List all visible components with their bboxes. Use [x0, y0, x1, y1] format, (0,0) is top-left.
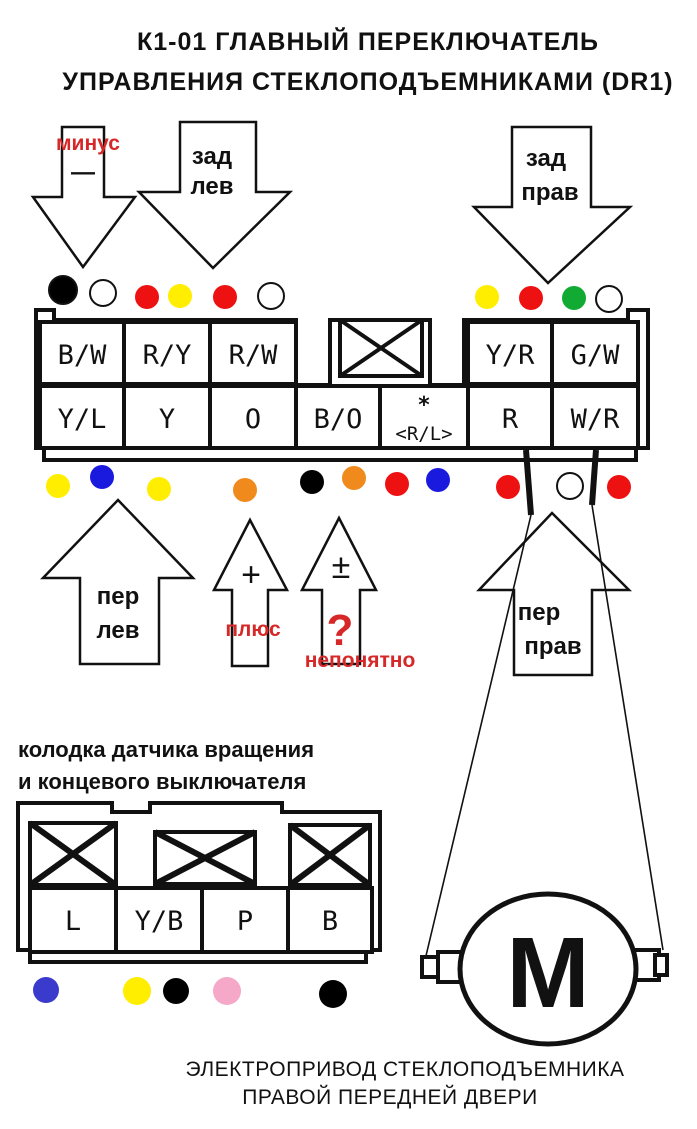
wire-dot-red: [135, 285, 159, 309]
wire-dot-yellow: [46, 474, 70, 498]
pin-label: Y/R: [486, 340, 536, 371]
wire-dot-yellow: [475, 285, 499, 309]
unclear-arrow: [299, 515, 379, 666]
rear-left-label-2: лев: [190, 173, 233, 200]
rear-left-arrow: [136, 120, 294, 270]
main-connector: B/W R/Y R/W Y/R G/W Y/L Y O B/O * <R/L> …: [34, 308, 650, 462]
pin-label: G/W: [571, 340, 621, 371]
wire-dot-red: [496, 475, 520, 499]
motor-caption-1: ЭЛЕКТРОПРИВОД СТЕКЛОПОДЪЕМНИКА: [185, 1058, 624, 1081]
motor-body: [457, 891, 639, 1047]
pin-label: <R/L>: [395, 423, 452, 445]
wire-dot-blue: [90, 465, 114, 489]
minus-arrow: [30, 125, 138, 270]
wire-dot-orange: [342, 466, 366, 490]
pin-label: Y/L: [58, 404, 107, 435]
front-left-label-2: лев: [96, 617, 139, 644]
sensor-pin-label: Y/B: [135, 906, 184, 937]
title-line-2: УПРАВЛЕНИЯ СТЕКЛОПОДЪЕМНИКАМИ (DR1): [62, 68, 673, 96]
wire-dot-yellow: [168, 284, 192, 308]
wire-dot-white: [595, 285, 623, 313]
wire-dot-blue: [426, 468, 450, 492]
wire-dot-red: [385, 472, 409, 496]
pin-label: W/R: [571, 404, 621, 435]
sensor-caption-1: колодка датчика вращения: [18, 737, 314, 762]
front-left-arrow: [40, 498, 196, 666]
pin-label: Y: [159, 404, 175, 435]
front-left-label-1: пер: [97, 583, 140, 610]
pin-label: R/Y: [143, 340, 192, 371]
wire-dot-black: [163, 978, 189, 1004]
sensor-pin-label: P: [237, 906, 253, 937]
wire-to-motor: [591, 504, 664, 951]
minus-sign: —: [71, 159, 95, 186]
front-right-label-1: пер: [518, 599, 561, 626]
motor-label: M: [506, 917, 589, 1029]
unclear-label: непонятно: [305, 649, 416, 672]
plus-sign: +: [241, 556, 261, 594]
sensor-pin-label: B: [322, 906, 338, 937]
question-mark: ?: [327, 606, 354, 655]
rear-left-label-1: зад: [192, 143, 232, 170]
wire-dot-red: [519, 286, 543, 310]
star-mark: *: [417, 393, 430, 418]
wire-dot-yellow: [123, 977, 151, 1005]
wire-stub: [523, 449, 534, 516]
front-right-label-2: прав: [524, 633, 581, 660]
wire-dot-black: [300, 470, 324, 494]
wire-stub: [589, 449, 599, 506]
wire-dot-red: [213, 285, 237, 309]
plusminus-sign: ±: [332, 548, 351, 586]
front-right-arrow: [476, 511, 633, 677]
sensor-caption-2: и концевого выключателя: [18, 769, 306, 794]
pin-label: B/O: [314, 404, 363, 435]
wire-dot-white: [257, 282, 285, 310]
wire-dot-orange: [233, 478, 257, 502]
wire-dot-green: [562, 286, 586, 310]
plus-arrow: [211, 517, 290, 668]
wire-dot-black: [319, 980, 347, 1008]
wire-dot-white: [556, 472, 584, 500]
pin-label: O: [245, 404, 261, 435]
minus-label: минус: [56, 132, 120, 155]
wire-dot-red: [607, 475, 631, 499]
wire-dot-yellow: [147, 477, 171, 501]
sensor-connector: L Y/B P B: [16, 801, 382, 964]
motor: M: [420, 891, 669, 1047]
motor-caption-2: ПРАВОЙ ПЕРЕДНЕЙ ДВЕРИ: [242, 1085, 538, 1109]
rear-right-label-2: прав: [521, 179, 578, 206]
wire-dot-blue: [33, 977, 59, 1003]
wire-dot-black: [48, 275, 78, 305]
pin-label: R/W: [229, 340, 279, 371]
wire-dot-white: [89, 279, 117, 307]
pin-label: R: [502, 404, 519, 435]
rear-right-label-1: зад: [526, 145, 566, 172]
title-line-1: К1-01 ГЛАВНЫЙ ПЕРЕКЛЮЧАТЕЛЬ: [137, 26, 599, 56]
plus-label: плюс: [225, 618, 281, 641]
pin-label: B/W: [58, 340, 108, 371]
sensor-pin-label: L: [65, 906, 81, 937]
wire-dot-pink: [213, 977, 241, 1005]
wire-to-motor: [424, 514, 532, 961]
rear-right-arrow: [471, 125, 634, 285]
